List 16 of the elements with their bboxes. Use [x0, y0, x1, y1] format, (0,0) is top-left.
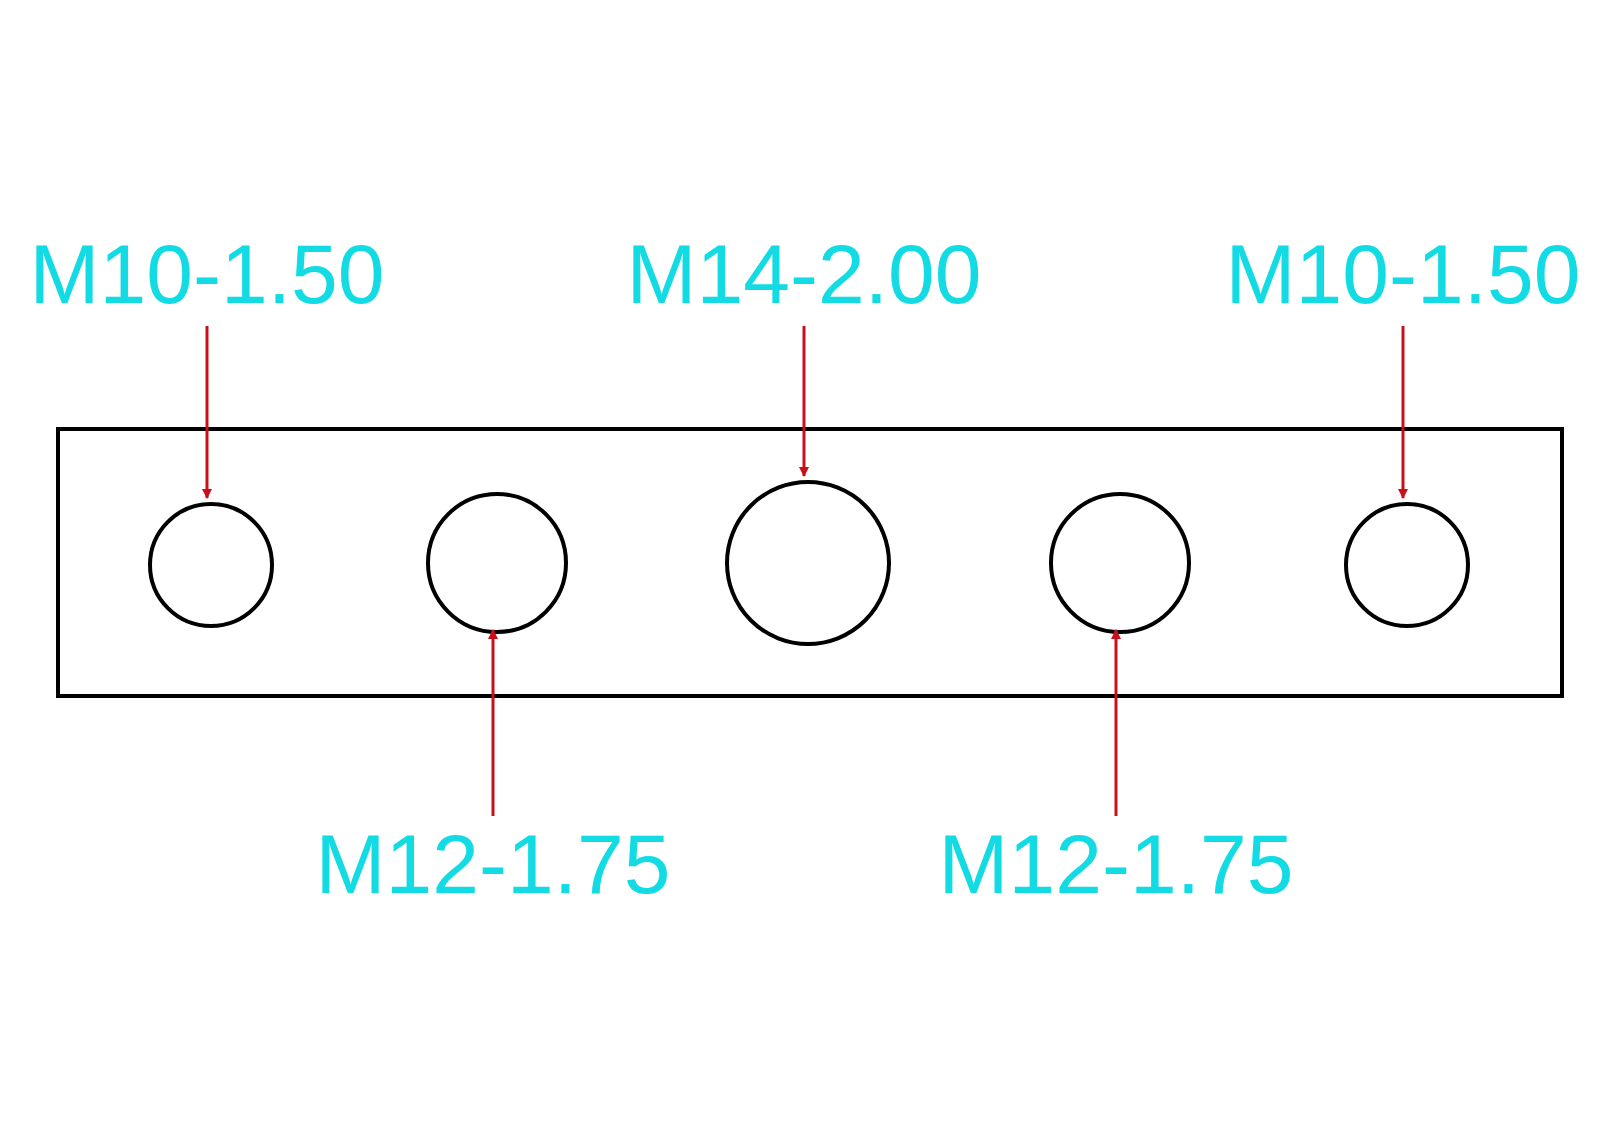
- thread-size-label: M10-1.50: [1223, 232, 1583, 320]
- thread-size-label: M12-1.75: [936, 822, 1296, 910]
- threaded-hole: [1344, 502, 1470, 628]
- threaded-hole: [1049, 492, 1191, 634]
- leader-arrow: [799, 326, 809, 477]
- leader-arrow: [1398, 326, 1408, 499]
- plate-outline: [56, 427, 1564, 698]
- threaded-hole: [148, 502, 274, 628]
- thread-size-label: M10-1.50: [27, 232, 387, 320]
- thread-size-label: M14-2.00: [624, 232, 984, 320]
- leader-arrow: [202, 326, 212, 499]
- threaded-hole: [725, 480, 891, 646]
- leader-arrow: [488, 629, 498, 816]
- thread-size-label: M12-1.75: [313, 822, 673, 910]
- leader-arrow: [1111, 629, 1121, 816]
- threaded-hole: [426, 492, 568, 634]
